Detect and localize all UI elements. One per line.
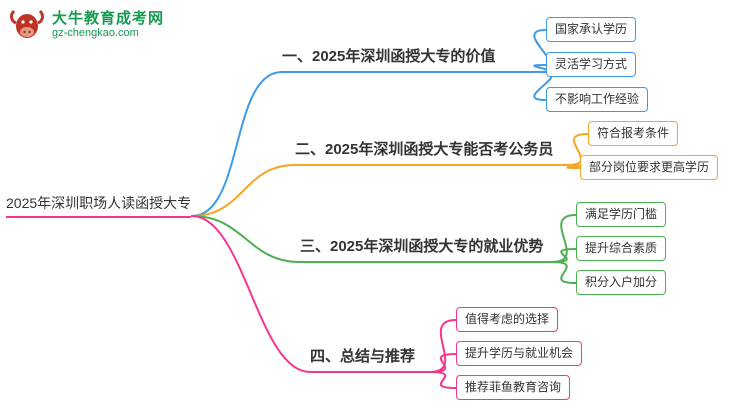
site-logo: 大牛教育成考网 gz-chengkao.com [8, 7, 164, 43]
connector-branch4-child [429, 353, 457, 373]
connector-root-branch-3 [191, 215, 301, 263]
child-node: 不影响工作经验 [546, 87, 649, 112]
connector-root-branch-2 [191, 164, 296, 217]
connector-branch4-child [429, 371, 457, 389]
child-node: 推荐菲鱼教育咨询 [456, 375, 571, 400]
connector-branch2-child [566, 164, 581, 169]
branch-node-2: 二、2025年深圳函授大专能否考公务员 [295, 140, 567, 166]
branch-node-4: 四、总结与推荐 [310, 347, 430, 373]
root-node: 2025年深圳职场人读函授大专 [6, 194, 192, 218]
brand-name: 大牛教育成考网 [52, 10, 165, 27]
connector-root-branch-1 [191, 71, 283, 217]
child-node: 符合报考条件 [588, 121, 679, 146]
child-node: 满足学历门槛 [576, 202, 667, 227]
logo-text: 大牛教育成考网 gz-chengkao.com [52, 10, 164, 40]
child-node: 部分岗位要求更高学历 [580, 155, 719, 180]
child-node: 值得考虑的选择 [456, 307, 559, 332]
child-node: 灵活学习方式 [546, 52, 637, 77]
connector-branch2-child [566, 133, 589, 166]
child-node: 国家承认学历 [546, 17, 637, 42]
connector-branch4-child [429, 319, 457, 373]
connector-branch3-child [551, 248, 577, 263]
connector-branch3-child [551, 261, 577, 284]
branch-node-3: 三、2025年深圳函授大专的就业优势 [300, 237, 552, 263]
child-node: 提升学历与就业机会 [456, 341, 583, 366]
bull-icon [10, 9, 44, 38]
brand-domain: gz-chengkao.com [52, 27, 139, 39]
child-node: 积分入户加分 [576, 270, 667, 295]
connector-branch3-child [551, 214, 577, 263]
connector-root-branch-4 [191, 215, 311, 373]
child-node: 提升综合素质 [576, 236, 667, 261]
branch-node-1: 一、2025年深圳函授大专的价值 [282, 47, 540, 73]
